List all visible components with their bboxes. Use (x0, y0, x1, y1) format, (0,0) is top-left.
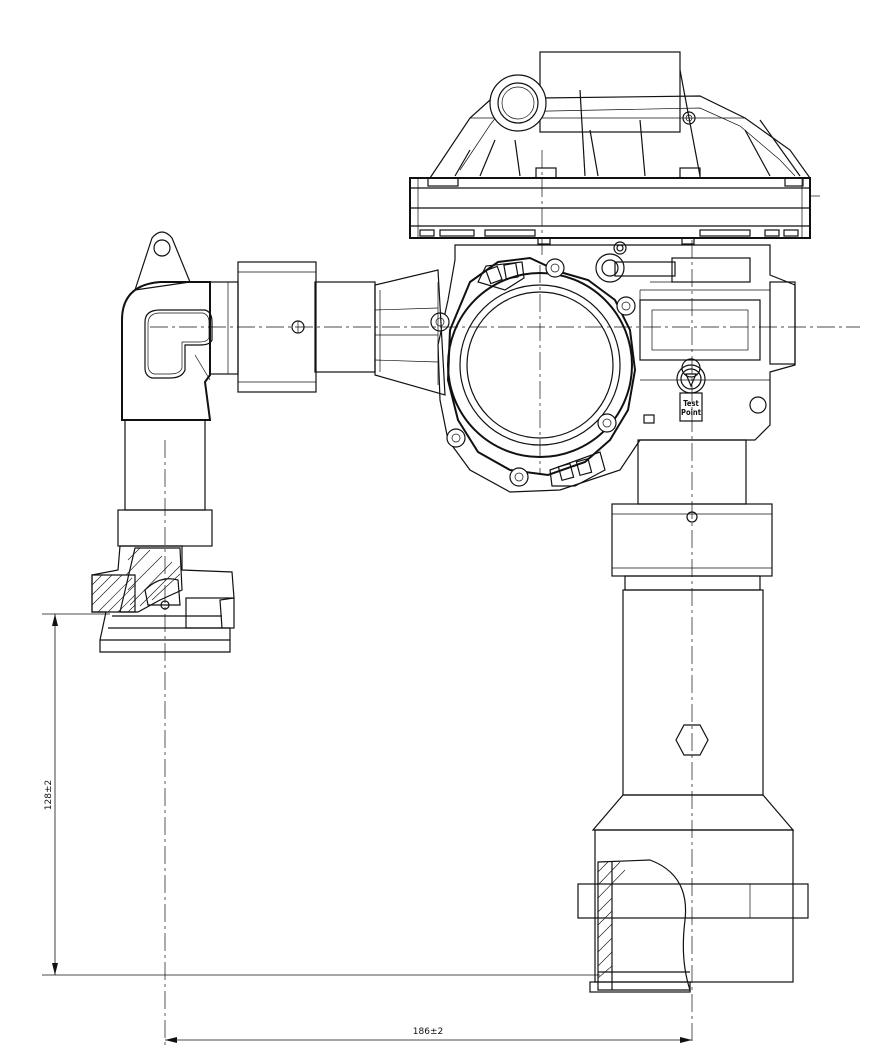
hex-nut (675, 724, 709, 756)
right-pipe (577, 439, 809, 993)
cover-ribs (454, 69, 801, 177)
clamp-ring (409, 177, 820, 245)
left-arm (209, 261, 446, 396)
dimension-vertical: 128±2 (42, 613, 600, 976)
elbow-fitting (121, 231, 213, 421)
sensor-window (430, 256, 637, 487)
test-point-label-2: Point (681, 408, 702, 417)
main-body (437, 241, 796, 493)
left-pipe (91, 419, 235, 653)
dimension-horizontal: 186±2 (165, 1027, 692, 1043)
dimension-horizontal-label: 186±2 (413, 1027, 443, 1037)
center-lines (150, 150, 860, 1045)
test-point: Test Point (643, 358, 706, 424)
window-bolts (430, 258, 636, 487)
top-cover-assembly (427, 51, 812, 187)
flange-section-hatch (91, 547, 183, 613)
dimension-vertical-label: 128±2 (44, 780, 54, 810)
test-point-label-1: Test (683, 399, 699, 408)
